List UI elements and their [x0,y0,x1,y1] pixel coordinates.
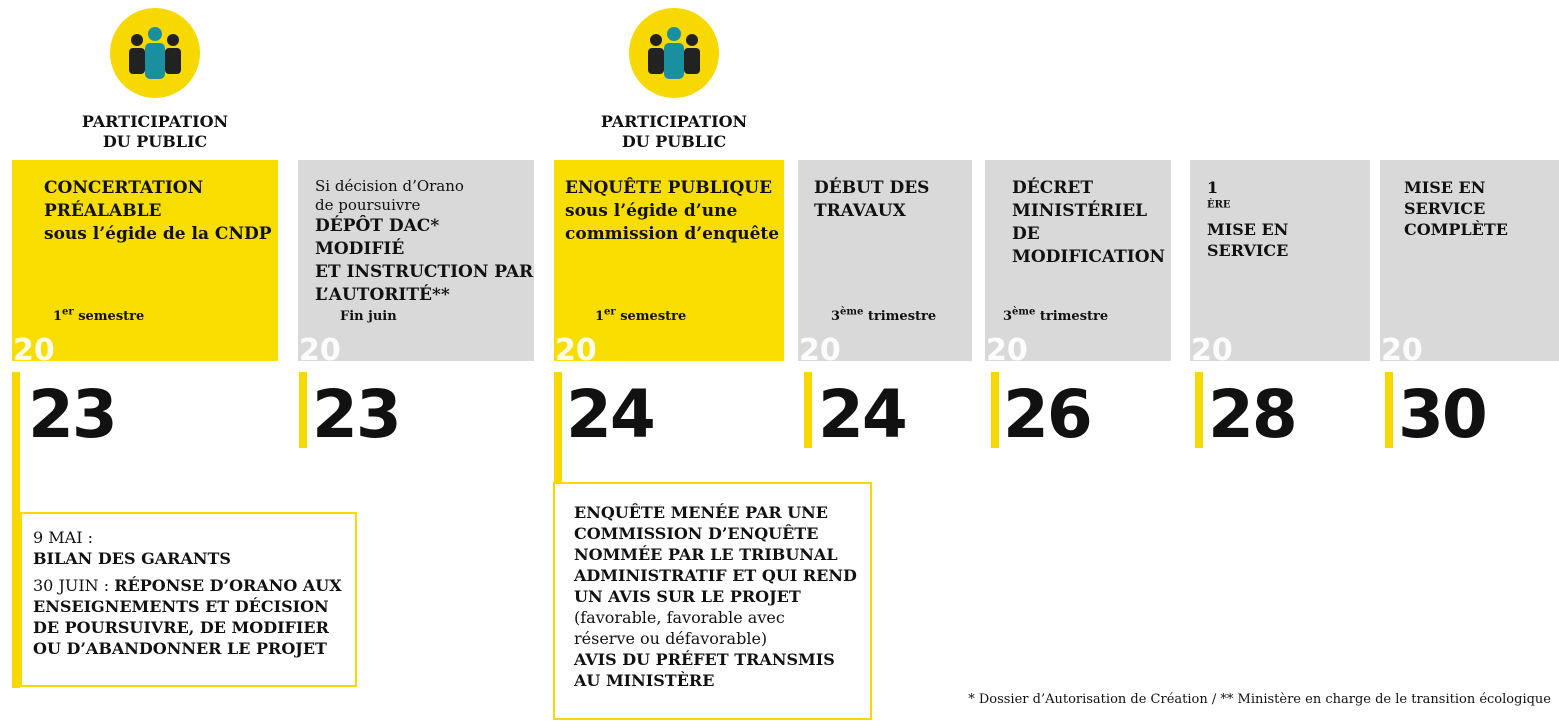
step-period: 3ème trimestre [831,306,937,324]
note-enquete-publique: ENQUÊTE MENÉE PAR UNE COMMISSION D’ENQUÊ… [553,482,872,720]
participation-label: PARTICIPATION DU PUBLIC [81,112,229,151]
timeline-bar-2026 [991,372,999,448]
year-label: 23 [312,376,402,453]
step-card-concertation: CONCERTATION PRÉALABLE sous l’égide de l… [12,160,278,361]
people-group-icon [629,8,719,98]
century-label: 20 [799,333,841,362]
year-label: 23 [28,376,118,453]
year-label: 24 [566,376,656,453]
timeline-bar-2023 [299,372,307,448]
step-title: DÉCRET MINISTÉRIEL DE MODIFICATION [1012,178,1166,267]
step-period: 1er semestre [595,306,687,324]
step-card-enquete-publique: ENQUÊTE PUBLIQUE sous l’égide d’une comm… [554,160,784,361]
timeline-bar-2030 [1385,372,1393,448]
step-title: MISE EN SERVICE COMPLÈTE [1404,178,1508,239]
century-label: 20 [986,333,1028,362]
note-concertation: 9 MAI : BILAN DES GARANTS 30 JUIN : RÉPO… [20,512,357,687]
participation-label: PARTICIPATION DU PUBLIC [600,112,748,151]
step-card-mise-en-service-complete: MISE EN SERVICE COMPLÈTE 20 [1380,160,1559,361]
year-label: 28 [1208,376,1298,453]
step-card-debut-travaux: DÉBUT DES TRAVAUX 3ème trimestre 20 [798,160,972,361]
step-period: 3ème trimestre [1003,306,1109,324]
century-label: 20 [1191,333,1233,362]
century-label: 20 [555,333,597,362]
timeline-bar-2024 [804,372,812,448]
step-title: CONCERTATION PRÉALABLE sous l’égide de l… [44,178,272,244]
step-period: Fin juin [340,309,397,324]
century-label: 20 [299,333,341,362]
century-label: 20 [1381,333,1423,362]
step-title: DÉBUT DES TRAVAUX [814,178,930,221]
year-label: 26 [1003,376,1093,453]
timeline-bar-2024-long [554,372,562,482]
step-card-decret: DÉCRET MINISTÉRIEL DE MODIFICATION 3ème … [985,160,1171,361]
step-title: ENQUÊTE PUBLIQUE sous l’égide d’une comm… [565,178,780,244]
year-label: 30 [1398,376,1488,453]
timeline-bar-2023-long [12,372,20,688]
step-card-depot-dac: Si décision d’Orano de poursuivre DÉPÔT … [298,160,534,361]
participation-du-public-1: PARTICIPATION DU PUBLIC [55,8,255,152]
footnote: * Dossier d’Autorisation de Création / *… [968,692,1551,707]
year-label: 24 [818,376,908,453]
step-period: 1er semestre [53,306,145,324]
timeline-bar-2028 [1195,372,1203,448]
participation-du-public-2: PARTICIPATION DU PUBLIC [574,8,774,152]
step-title: Si décision d’Orano de poursuivre DÉPÔT … [315,177,534,305]
people-group-icon [110,8,200,98]
century-label: 20 [13,333,55,362]
